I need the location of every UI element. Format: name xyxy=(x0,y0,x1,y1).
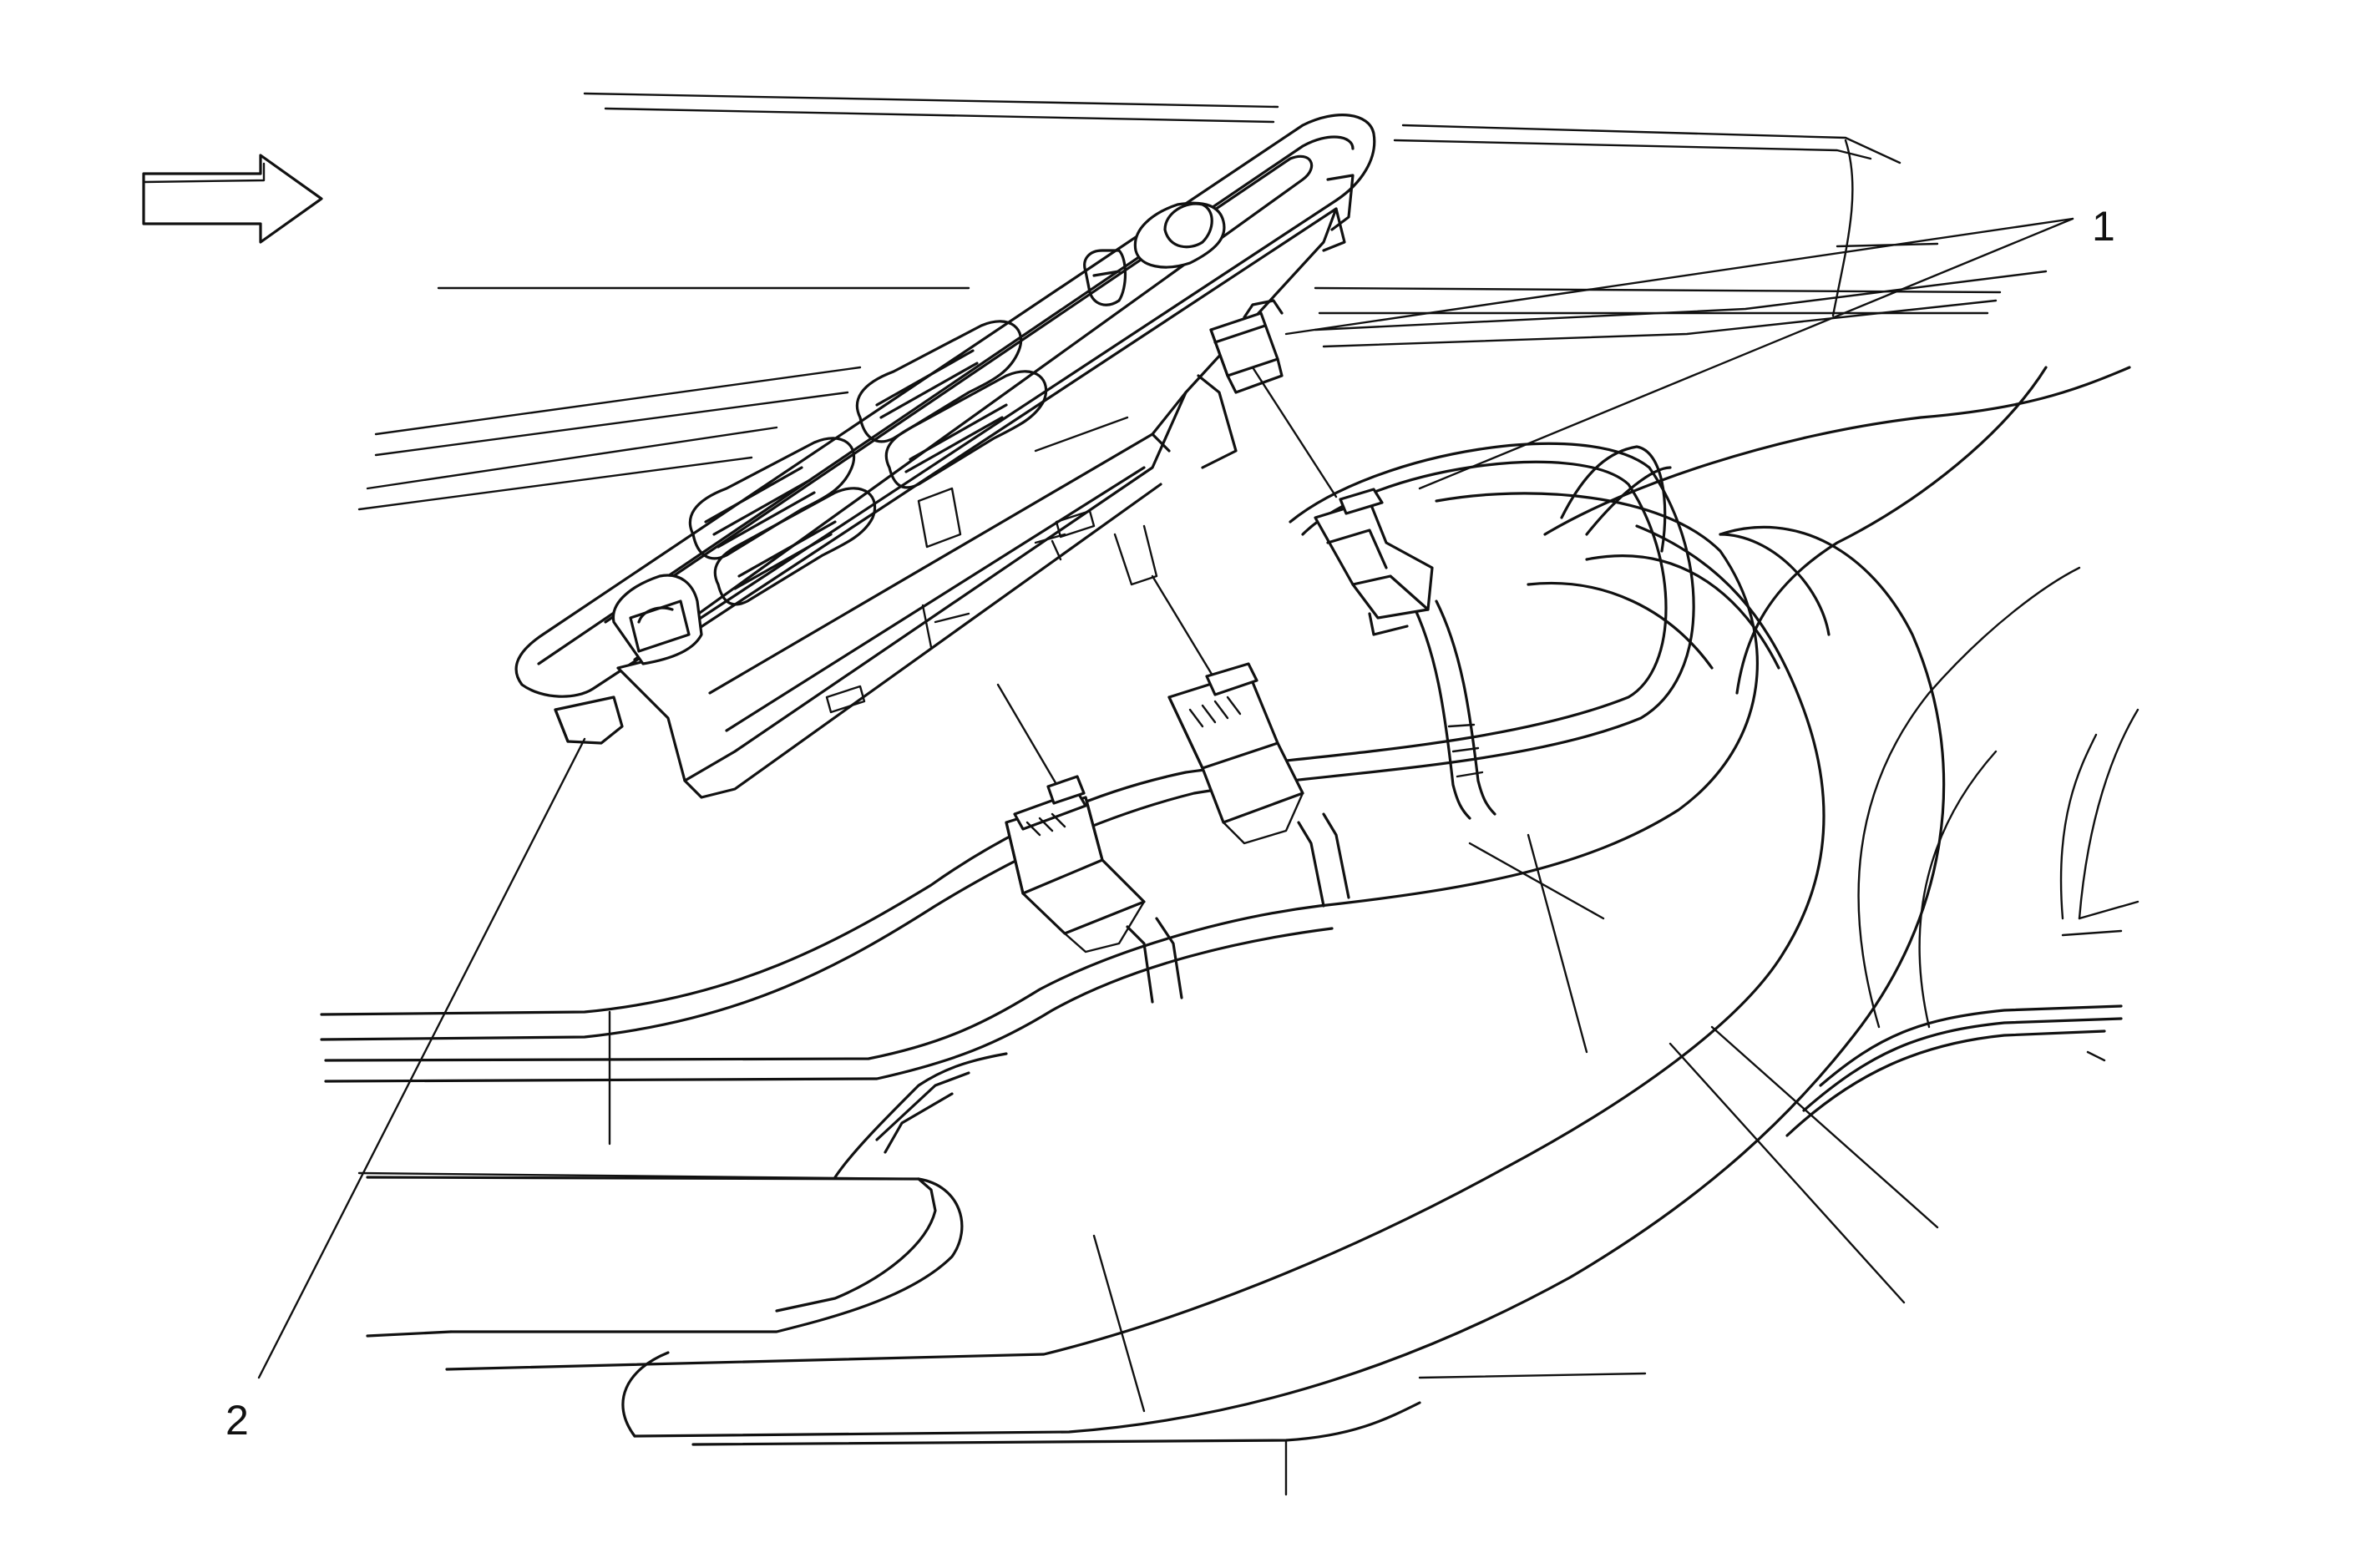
callout-2-label: 2 xyxy=(225,1397,249,1444)
door-body-right xyxy=(1543,366,2139,1137)
harness-wiring xyxy=(996,366,1496,1004)
window-switch-module xyxy=(514,114,1376,799)
electrical-connector-left xyxy=(1005,775,1146,954)
electrical-connector-middle xyxy=(1167,662,1304,845)
armrest-trim xyxy=(320,442,1946,1496)
callout-1-leaders xyxy=(1284,217,2074,490)
callout-1-label: 1 xyxy=(2092,203,2115,250)
door-trim-background xyxy=(357,92,2048,511)
callout-2-leader xyxy=(257,737,586,1379)
electrical-connector-right xyxy=(1314,488,1434,636)
forward-arrow-icon xyxy=(142,154,323,244)
